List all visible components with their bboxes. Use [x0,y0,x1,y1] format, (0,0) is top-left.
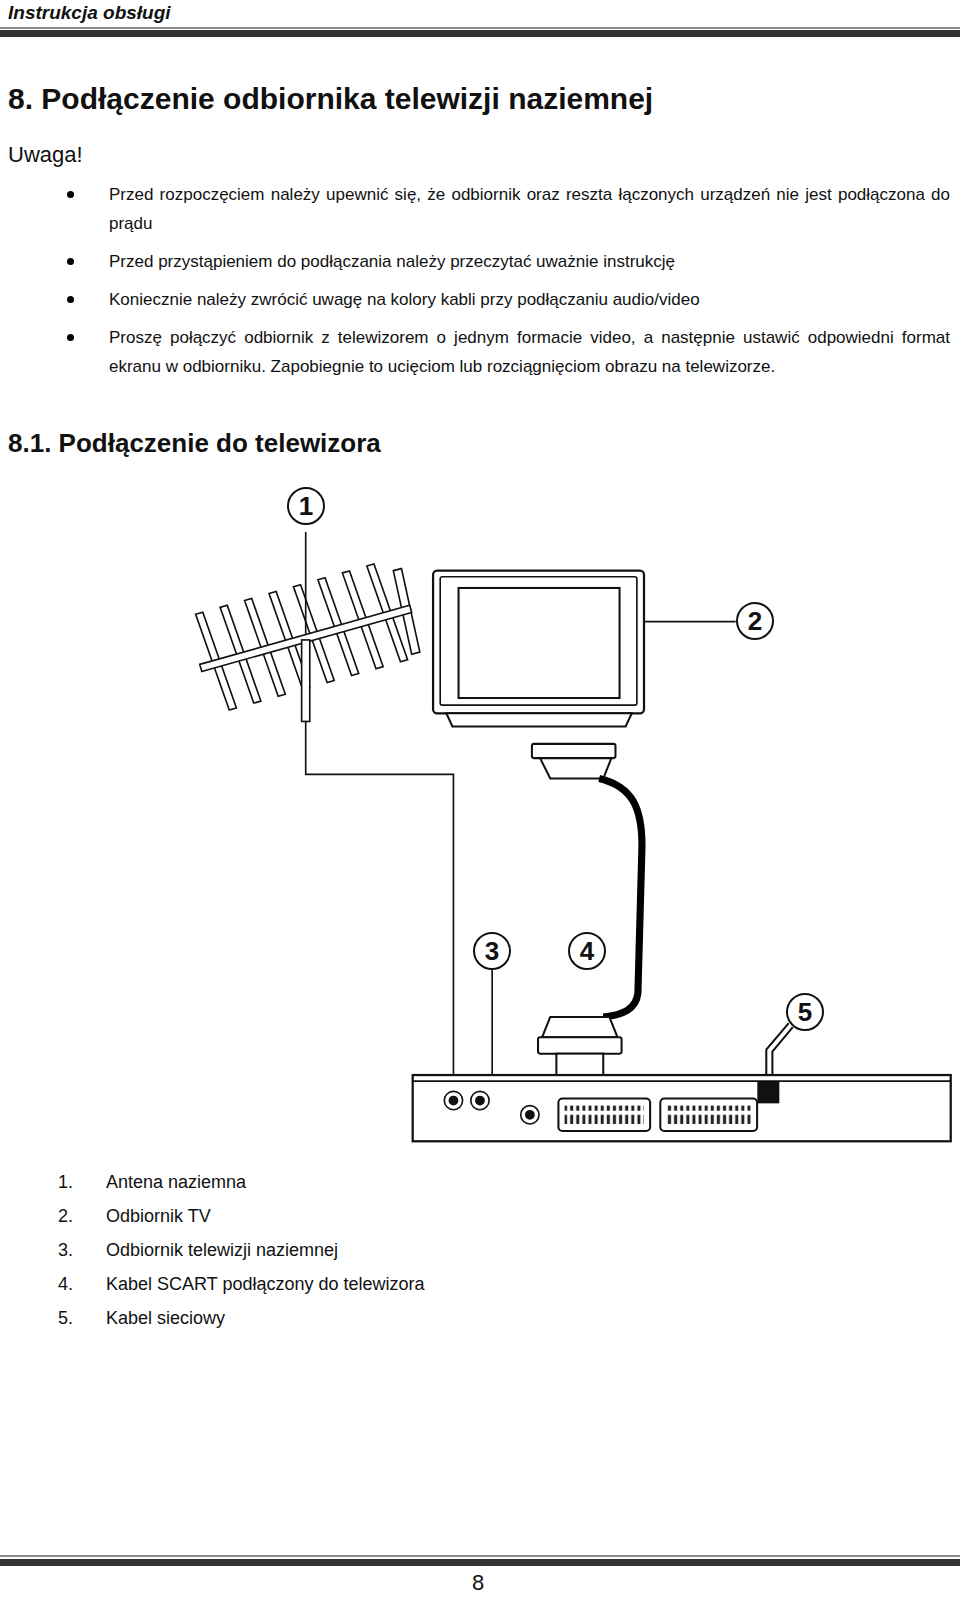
label-holder: 8.1. Podłączenie do telewizora [8,428,381,459]
tv-base [446,713,631,726]
title-block: 8. Podłączenie odbiornika telewizji nazi… [8,82,948,116]
audio-jack [526,1111,534,1119]
bullet-item: Proszę połączyć odbiornik z telewizorem … [109,323,950,381]
tv-housing [433,571,644,714]
label-holder: Odbiornik telewizji naziemnej [106,1240,338,1261]
bullet-dot [67,296,74,303]
callout-circle: 3 [473,932,511,970]
page-number: 8 [472,1570,484,1596]
callout-number: 1 [299,493,313,519]
receiver-edge [413,1080,951,1082]
bullet-text: Przed rozpoczęciem należy upewnić się, ż… [109,180,950,238]
bullet-item: Przed rozpoczęciem należy upewnić się, ż… [109,180,950,238]
callout-circle: 1 [287,487,325,525]
bullet-dot [67,258,74,265]
label-holder: 2. [58,1206,73,1227]
callout-number: 3 [485,938,499,964]
scart-wire [599,779,642,1017]
section-title: 8. Podłączenie odbiornika telewizji nazi… [8,82,948,116]
label-holder: Kabel SCART podłączony do telewizora [106,1274,425,1295]
label-holder: 3. [58,1240,73,1261]
scart-plug [556,1054,603,1076]
running-head: Instrukcja obsługi [8,2,171,24]
list-item: Odbiornik TV [106,1206,211,1227]
label-holder: Uwaga! [8,142,83,168]
power-socket [758,1082,778,1102]
scart-pins [666,1106,751,1124]
label-holder: 1. [58,1172,73,1193]
terrestrial-antenna [196,564,420,721]
bullet-dot [67,191,74,198]
bullet-list: Przed rozpoczęciem należy upewnić się, ż… [109,180,950,390]
list-number: 5. [58,1308,73,1329]
scart-port [558,1098,650,1131]
footer-rule [0,1555,960,1557]
list-item: Antena naziemna [106,1172,246,1193]
callout-circle: 4 [568,932,606,970]
callout-number: 2 [748,608,762,634]
set-top-box [413,1075,951,1141]
label-holder: 8 [472,1570,484,1596]
receiver-housing [413,1075,951,1141]
scart-plug [532,744,616,758]
rf-out-jack [476,1096,484,1104]
list-number: 2. [58,1206,73,1227]
antenna-cable [306,721,454,1086]
callout-circle: 2 [736,602,774,640]
bullet-item: Przed przystąpieniem do podłączania nale… [109,247,950,276]
callout-number: 4 [580,938,594,964]
subsection-title: 8.1. Podłączenie do telewizora [8,428,381,459]
leader-line [305,532,307,634]
bullet-item: Koniecznie należy zwrócić uwagę na kolor… [109,285,950,314]
scart-port [660,1098,757,1131]
header-bar [0,30,960,37]
label-holder: Instrukcja obsługi [8,2,171,24]
list-item: Kabel SCART podłączony do telewizora [106,1274,425,1295]
power-cable [766,1023,788,1082]
audio-jack [521,1106,539,1124]
antenna-mast [302,640,310,722]
rf-in-jack [449,1096,457,1104]
scart-plug [538,1037,622,1053]
list-item: Odbiornik telewizji naziemnej [106,1240,338,1261]
bullet-text: Koniecznie należy zwrócić uwagę na kolor… [109,285,950,314]
scart-cable [532,744,642,1076]
label-holder: 4. [58,1274,73,1295]
label-holder: Odbiornik TV [106,1206,211,1227]
label-holder: Antena naziemna [106,1172,246,1193]
tv-set [433,571,644,727]
bullet-dot [67,334,74,341]
callout-number: 5 [798,999,812,1025]
list-number: 3. [58,1240,73,1261]
list-item: Kabel sieciowy [106,1308,225,1329]
scart-pins [565,1106,644,1124]
leader-line [491,970,493,1086]
note-heading: Uwaga! [8,142,83,168]
bullet-text: Proszę połączyć odbiornik z telewizorem … [109,323,950,381]
list-number: 4. [58,1274,73,1295]
scart-plug [542,1017,617,1037]
header-rule [0,27,960,29]
label-holder: Kabel sieciowy [106,1308,225,1329]
footer-bar [0,1559,960,1566]
rf-in-jack [444,1091,462,1109]
tv-screen [459,588,620,698]
rf-out-jack [471,1091,489,1109]
bullet-text: Przed przystąpieniem do podłączania nale… [109,247,950,276]
leader-line [644,621,736,623]
callout-circle: 5 [786,993,824,1031]
tv-bezel [440,577,637,705]
label-holder: 5. [58,1308,73,1329]
list-number: 1. [58,1172,73,1193]
